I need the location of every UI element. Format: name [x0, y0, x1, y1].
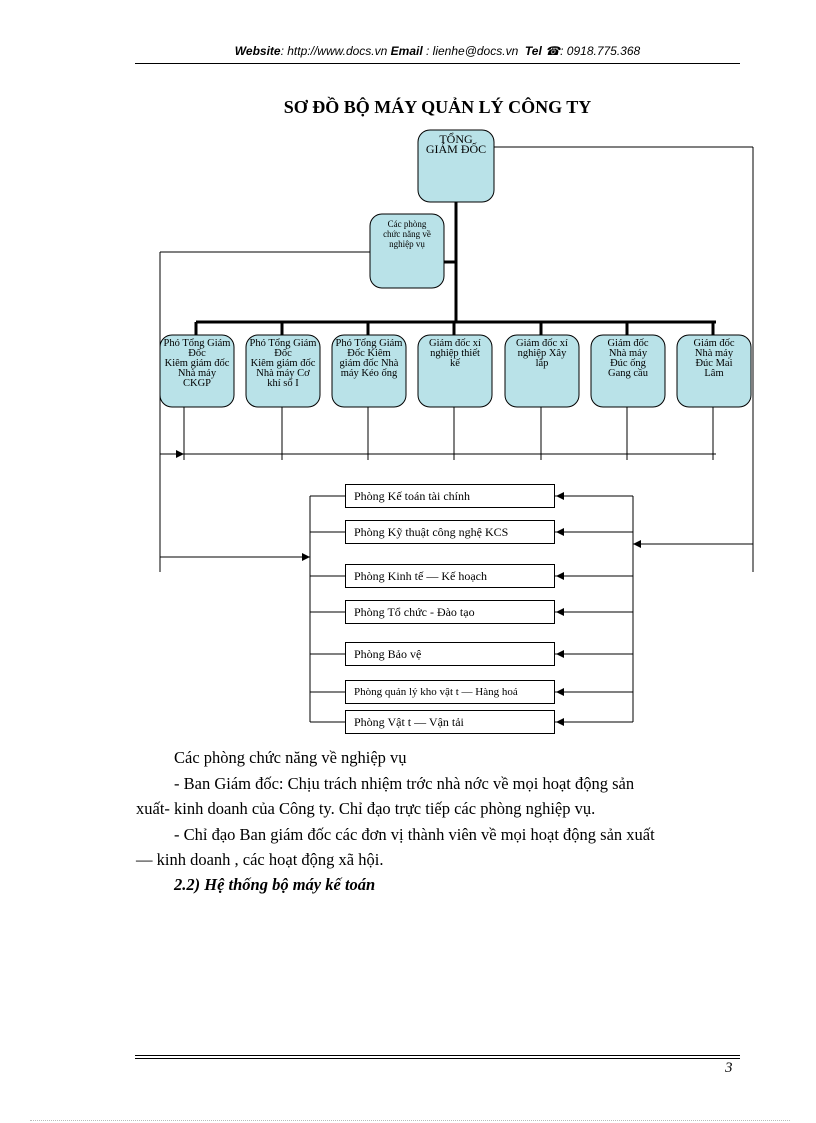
arrow-left-icon	[556, 528, 564, 536]
node-general-director-label-line: TỔNG	[439, 131, 473, 146]
node-functional-departments-label-line: Các phòng	[388, 219, 427, 229]
node-general-director-label-line: GIÁM ĐỐC	[426, 141, 486, 156]
node-unit-3-shape	[331, 334, 407, 408]
telephone-icon: ☎	[545, 44, 561, 58]
arrow-left-icon	[556, 650, 564, 658]
department-box-4: Phòng Tổ chức - Đào tạo	[345, 600, 555, 624]
node-unit-6-label-line: Đúc ống	[610, 358, 647, 369]
node-unit-7-label-line: Nhà máy	[695, 348, 734, 359]
footer-rule-double	[135, 1058, 740, 1059]
node-functional-departments-label-line: nghiệp vụ	[389, 239, 425, 249]
node-unit-2-label-line: Đốc	[274, 348, 292, 359]
node-unit-4-label-line: kế	[450, 358, 460, 369]
node-unit-2-label-line: Kiêm giám đốc	[251, 358, 316, 369]
tel-value: : 0918.775.368	[560, 44, 641, 58]
node-unit-5-shape	[504, 334, 580, 408]
paragraph-direct-line2: — kinh doanh , các hoạt động xã hội.	[136, 850, 384, 869]
node-unit-2-label-line: Nhà máy Cơ	[256, 368, 310, 379]
node-unit-5-label-line: Giám đốc xí	[516, 338, 568, 349]
node-functional-departments-shape	[369, 213, 445, 289]
tel-label: Tel	[524, 44, 542, 58]
arrow-left-icon	[556, 718, 564, 726]
node-unit-5-label-line: lắp	[536, 358, 549, 369]
header-rule	[135, 63, 740, 64]
paragraph-functional-depts: Các phòng chức năng về nghiệp vụ	[174, 748, 407, 767]
node-unit-1-label-line: Phó Tổng Giám	[164, 338, 231, 349]
node-unit-4-label-line: Giám đốc xí	[429, 338, 481, 349]
arrow-left-icon	[633, 540, 641, 548]
node-unit-3-label-line: Đốc Kiêm	[347, 348, 390, 359]
page-header: Website: http://www.docs.vn Email : lien…	[135, 44, 740, 58]
paragraph-board-line2: xuất- kinh doanh của Công ty. Chỉ đạo tr…	[136, 799, 596, 818]
page-title: SƠ ĐỒ BỘ MÁY QUẢN LÝ CÔNG TY	[283, 97, 592, 117]
paragraph-board-line1: - Ban Giám đốc: Chịu trách nhiệm trớc nh…	[174, 774, 635, 793]
node-unit-5-label-line: nghiệp Xây	[518, 348, 567, 359]
department-box-1: Phòng Kế toán tài chính	[345, 484, 555, 508]
department-box-6: Phòng quản lý kho vật t — Hàng hoá	[345, 680, 555, 704]
node-unit-3-label-line: giám đốc Nhà	[340, 358, 399, 369]
node-unit-6-shape	[590, 334, 666, 408]
paragraph-direct-line1: - Chỉ đạo Ban giám đốc các đơn vị thành …	[174, 825, 655, 844]
node-unit-7-label-line: Lâm	[704, 368, 723, 379]
arrow-left-icon	[556, 608, 564, 616]
node-functional-departments-label-line: chức năng về	[383, 229, 431, 239]
section-heading: 2.2) Hệ thống bộ máy kế toán	[174, 875, 376, 894]
node-unit-7-label-line: Giám đốc	[693, 338, 734, 349]
email-value: : lienhe@docs.vn	[422, 44, 519, 58]
footer-rule	[135, 1055, 740, 1056]
email-label: Email	[390, 44, 423, 58]
page-number: 3	[725, 1060, 733, 1076]
page-edge	[30, 1120, 790, 1121]
node-general-director-shape	[417, 129, 495, 203]
website-value: : http://www.docs.vn	[280, 44, 388, 58]
node-unit-7-label-line: Đúc Mai	[695, 358, 732, 369]
node-unit-1-label-line: Đốc	[188, 348, 206, 359]
node-unit-6-label-line: Giám đốc	[607, 338, 648, 349]
node-unit-1-label-line: CKGP	[183, 378, 211, 389]
arrow-left-icon	[556, 688, 564, 696]
node-unit-2-shape	[245, 334, 321, 408]
arrow-right-icon	[302, 553, 310, 561]
node-unit-6-label-line: Gang cầu	[608, 368, 649, 379]
node-unit-1-label-line: Nhà máy	[178, 368, 217, 379]
node-unit-4-label-line: nghiệp thiết	[430, 348, 480, 359]
website-label: Website	[234, 44, 281, 58]
arrow-left-icon	[556, 492, 564, 500]
arrow-right-icon	[176, 450, 184, 458]
node-unit-7-shape	[676, 334, 752, 408]
node-unit-2-label-line: khí số I	[267, 378, 299, 389]
node-unit-3-label-line: Phó Tổng Giám	[336, 338, 403, 349]
node-unit-2-label-line: Phó Tổng Giám	[250, 338, 317, 349]
department-box-7: Phòng Vật t — Vận tải	[345, 710, 555, 734]
department-box-3: Phòng Kinh tế — Kế hoạch	[345, 564, 555, 588]
node-unit-3-label-line: máy Kéo ống	[341, 368, 398, 379]
node-unit-4-shape	[417, 334, 493, 408]
node-unit-6-label-line: Nhà máy	[609, 348, 648, 359]
node-unit-1-shape	[159, 334, 235, 408]
node-unit-1-label-line: Kiêm giám đốc	[165, 358, 230, 369]
department-box-2: Phòng Kỹ thuật công nghệ KCS	[345, 520, 555, 544]
department-box-5: Phòng Bảo vệ	[345, 642, 555, 666]
arrow-left-icon	[556, 572, 564, 580]
